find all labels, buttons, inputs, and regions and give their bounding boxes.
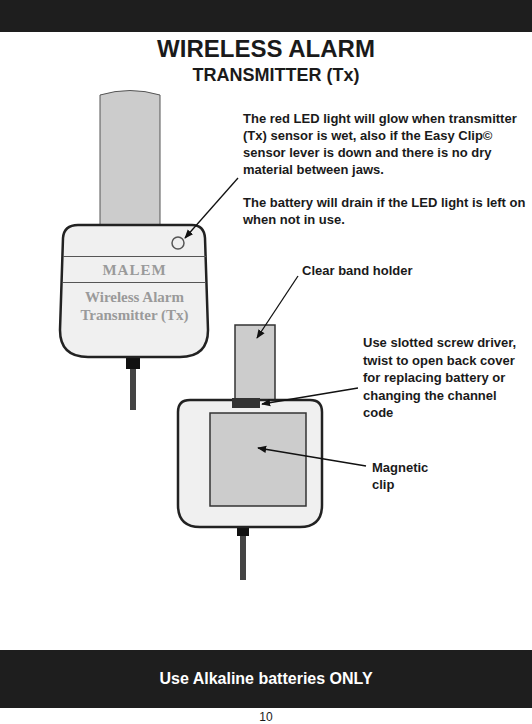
product-name: Wireless Alarm Transmitter (Tx) <box>63 283 206 324</box>
leader-line <box>258 448 366 466</box>
footer-note: Use Alkaline batteries ONLY <box>0 669 532 689</box>
callout-note: The battery will drain if the LED light … <box>243 194 527 228</box>
top-bar <box>0 0 532 32</box>
brand-name: MALEM <box>63 256 206 283</box>
transmitter-body <box>60 225 208 357</box>
magnetic-clip <box>210 413 306 506</box>
page-number: 10 <box>0 710 532 724</box>
leader-line <box>262 388 358 404</box>
wrist-strap <box>100 91 160 233</box>
footer-band: Use Alkaline batteries ONLY <box>0 650 532 708</box>
page-title: WIRELESS ALARM <box>0 35 532 63</box>
callout-note: The red LED light will glow when transmi… <box>243 110 527 178</box>
cable-boot <box>237 527 249 536</box>
clear-band <box>235 325 275 405</box>
sensor-cable <box>130 369 136 410</box>
led-light <box>172 237 184 249</box>
screw-slot <box>232 398 260 408</box>
back-body <box>178 400 322 527</box>
subtitle: TRANSMITTER (Tx) <box>0 64 532 86</box>
callout-label: Clear band holder <box>302 262 502 279</box>
callout-label: Use slotted screw driver, twist to open … <box>363 334 525 422</box>
transmitter-face: MALEMWireless Alarm Transmitter (Tx) <box>63 256 206 324</box>
callout-label: Magnetic clip <box>372 459 446 493</box>
sensor-cable <box>240 536 246 580</box>
leader-line <box>185 178 238 238</box>
leader-line <box>257 276 298 338</box>
